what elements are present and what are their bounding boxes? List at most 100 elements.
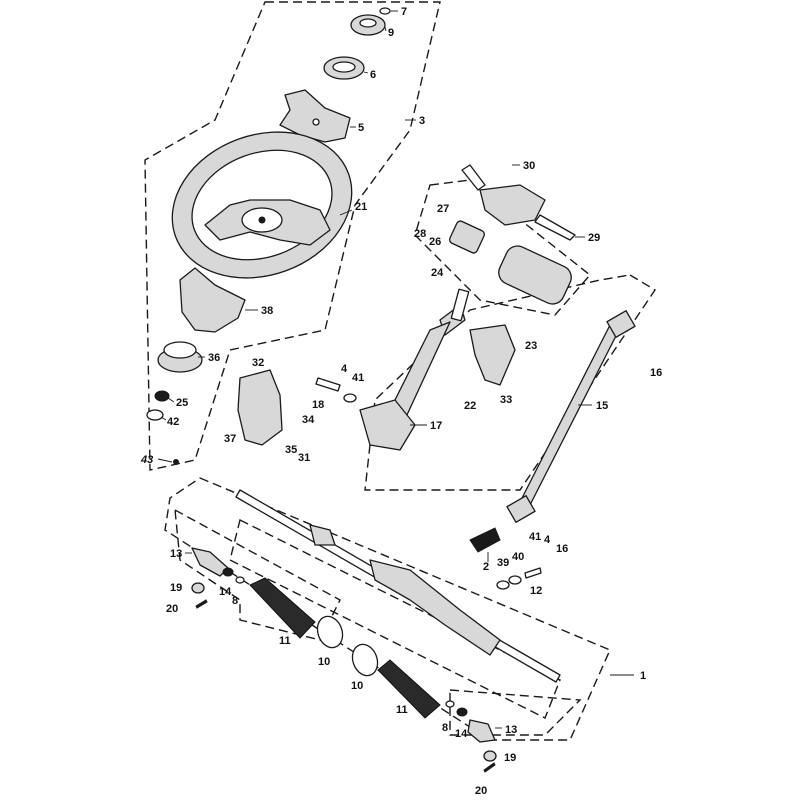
tie-rod-right-boundary <box>449 689 582 736</box>
leader-42 <box>160 416 167 421</box>
callout-label: 30 <box>523 160 535 172</box>
callout-label: 13 <box>170 548 182 560</box>
callout-label: 11 <box>396 704 408 716</box>
callout-label: 19 <box>170 582 182 594</box>
callout-label: 20 <box>475 785 487 797</box>
callout-label: 32 <box>252 357 264 369</box>
jam-nut-right <box>456 707 468 717</box>
column-shaft-upper <box>450 288 470 322</box>
callout-label: 24 <box>431 267 444 279</box>
group-boundaries <box>144 1 656 741</box>
callout-label: 14 <box>455 728 468 740</box>
washer-part <box>146 409 164 421</box>
column-bracket-part <box>359 399 416 451</box>
column-cover-part <box>237 369 283 446</box>
callout-label: 4 <box>544 534 551 546</box>
callout-label: 13 <box>505 724 517 736</box>
callout-label: 10 <box>318 656 330 668</box>
rack-group-boundary <box>164 477 611 741</box>
cotter-pin-right <box>483 762 496 773</box>
callout-label: 3 <box>419 115 425 127</box>
callout-label: 41 <box>529 531 541 543</box>
leader-21 <box>339 209 353 216</box>
nut-part <box>154 390 170 402</box>
callout-label: 15 <box>596 400 608 412</box>
callout-label: 41 <box>352 372 364 384</box>
jam-nut-left <box>222 567 234 577</box>
callout-label: 35 <box>285 444 297 456</box>
callout-label: 34 <box>302 414 315 426</box>
leader-lines <box>157 10 634 729</box>
callout-label: 5 <box>358 122 364 134</box>
seal-40-part <box>508 575 522 585</box>
callout-label: 29 <box>588 232 600 244</box>
callout-label: 37 <box>224 433 236 445</box>
nut-right-part <box>483 750 497 762</box>
ignition-module-part <box>498 245 572 305</box>
callout-label: 10 <box>351 680 363 692</box>
tie-rod-left-boundary <box>174 508 341 641</box>
steering-wheel-assembly <box>146 7 391 465</box>
wiper-lever-part <box>534 214 576 241</box>
ring-part-inner <box>332 61 356 73</box>
callout-label: 8 <box>442 722 448 734</box>
leader-6 <box>363 71 369 74</box>
switch-group-boundary <box>414 179 592 316</box>
rack-housing-end <box>309 524 336 546</box>
callout-label: 16 <box>650 367 662 379</box>
boot-right-part <box>377 659 441 719</box>
bolt-12-part <box>524 567 542 579</box>
callout-label: 26 <box>429 236 441 248</box>
steering-wheel-center <box>258 216 266 224</box>
callout-label: 14 <box>219 586 232 598</box>
callout-label: 42 <box>167 416 179 428</box>
hub-plate-part <box>279 89 351 143</box>
callout-label: 4 <box>341 363 348 375</box>
nut-left-part <box>191 582 205 594</box>
switch-lever-part <box>461 164 486 191</box>
callout-label: 20 <box>166 603 178 615</box>
tie-rod-end-right <box>467 719 496 743</box>
lower-ujoint-part <box>506 495 536 523</box>
upper-ujoint-part <box>606 310 636 338</box>
callout-label: 33 <box>500 394 512 406</box>
callout-label: 2 <box>483 561 489 573</box>
callout-label: 38 <box>261 305 273 317</box>
intermediate-shaft-part <box>519 324 621 506</box>
seal-39-part <box>496 580 510 590</box>
clamp-ring-right <box>351 643 379 677</box>
callout-label: 21 <box>355 201 367 213</box>
callout-label: 17 <box>430 420 442 432</box>
callout-label: 40 <box>512 551 524 563</box>
callout-label: 25 <box>176 397 188 409</box>
horn-cover-inner <box>359 18 377 28</box>
rack-housing-part <box>369 559 501 656</box>
column-mount-part <box>469 324 516 386</box>
leader-9 <box>384 26 387 32</box>
leader-25 <box>167 397 175 403</box>
callout-label: 7 <box>401 6 407 18</box>
washer-8-left <box>235 576 245 584</box>
callout-label: 27 <box>437 203 449 215</box>
washer-18-part <box>343 393 357 403</box>
callout-label: 28 <box>414 228 426 240</box>
callout-label: 22 <box>464 400 476 412</box>
callout-label: 8 <box>232 595 238 607</box>
pinion-part <box>469 527 501 553</box>
collar-part-top <box>163 341 197 359</box>
washer-8-right <box>445 700 455 708</box>
callout-label: 23 <box>525 340 537 352</box>
pin-part <box>173 459 179 465</box>
callout-label: 36 <box>208 352 220 364</box>
callout-label: 19 <box>504 752 516 764</box>
switch-housing-part <box>479 184 546 226</box>
callout-label: 18 <box>312 399 324 411</box>
lower-shroud-part <box>179 267 246 333</box>
boot-left-part <box>249 577 316 639</box>
lock-cylinder-part <box>448 220 486 254</box>
callout-label: 43 <box>140 454 153 466</box>
callout-label: 6 <box>370 69 376 81</box>
callout-label: 31 <box>298 452 310 464</box>
steering-rack-assembly <box>191 489 561 773</box>
